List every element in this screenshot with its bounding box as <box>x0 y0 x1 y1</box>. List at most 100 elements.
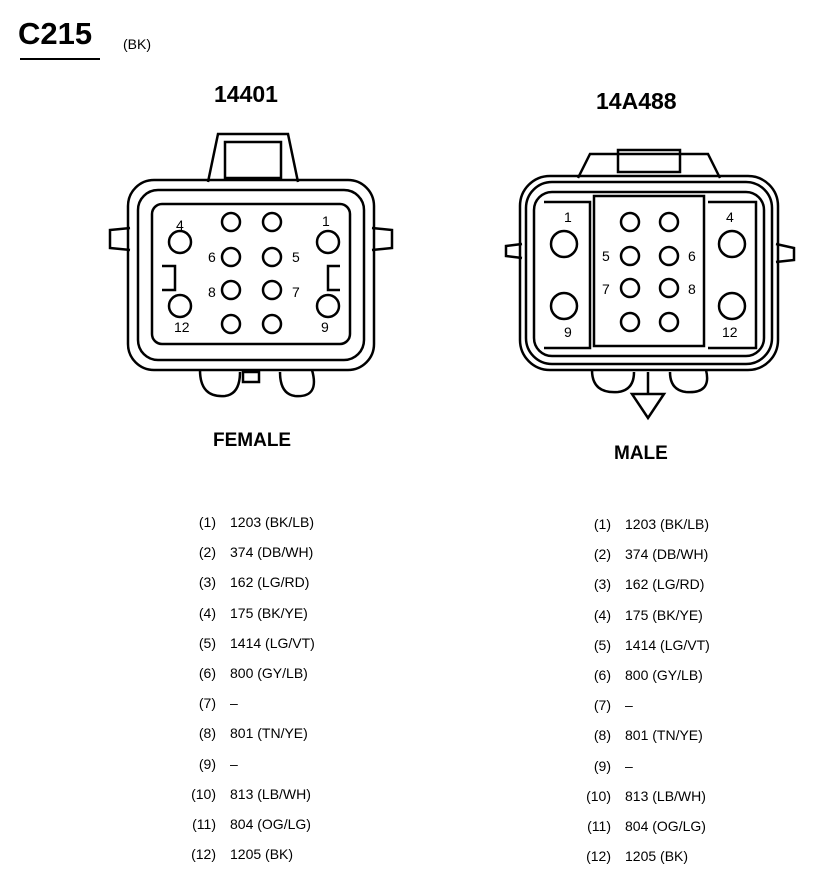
male-pin-label-12: 12 <box>722 324 738 340</box>
circuit-wire: 374 (DB/WH) <box>625 546 709 563</box>
female-bottom-key <box>241 370 261 384</box>
female-housing-outer <box>126 178 376 372</box>
pin-number: (1) <box>593 516 611 532</box>
female-pin-11 <box>220 313 242 335</box>
female-pin-label-12: 12 <box>174 319 190 335</box>
circuit-wire: 804 (OG/LG) <box>625 817 706 834</box>
male-side-tab-left <box>504 242 523 260</box>
female-pin-label-5: 5 <box>292 249 300 265</box>
male-pin-label-4: 4 <box>726 209 734 225</box>
female-pin-12 <box>167 293 193 319</box>
circuit-wire: 1203 (BK/LB) <box>230 514 315 530</box>
male-gender-label: MALE <box>614 443 668 464</box>
pin-number: (5) <box>198 634 216 651</box>
circuit-wire: 374 (DB/WH) <box>230 544 314 561</box>
circuit-wire: 804 (OG/LG) <box>230 815 311 832</box>
female-pin-cavity-border <box>150 202 352 346</box>
circuit-wire: 800 (GY/LB) <box>625 666 703 683</box>
circuit-wire: 1203 (BK/LB) <box>625 516 710 532</box>
female-notch-left <box>162 264 177 292</box>
male-pin-label-6: 6 <box>688 248 696 264</box>
pin-number: (10) <box>191 785 216 802</box>
pin-number: (8) <box>593 727 611 744</box>
female-pin-label-7: 7 <box>292 284 300 300</box>
pin-number: (11) <box>587 817 611 834</box>
female-housing-inner <box>136 188 366 362</box>
female-pin-6 <box>220 246 242 268</box>
pin-number: (9) <box>593 757 611 774</box>
pin-number: (4) <box>593 606 611 623</box>
male-pin-label-9: 9 <box>564 324 572 340</box>
circuit-wire: – <box>625 757 633 774</box>
circuit-wire: 800 (GY/LB) <box>230 664 308 681</box>
male-pin-11 <box>658 311 680 333</box>
pin-number: (7) <box>593 697 611 714</box>
title-underline <box>20 58 100 60</box>
circuit-wire: 162 (LG/RD) <box>625 576 705 593</box>
female-pin-label-8: 8 <box>208 284 216 300</box>
pin-number: (4) <box>198 604 216 621</box>
male-pin-1 <box>549 229 579 259</box>
connector-color-code: (BK) <box>123 36 151 52</box>
female-pin-2 <box>220 211 242 233</box>
female-gender-label: FEMALE <box>213 430 292 451</box>
male-pin-label-5: 5 <box>602 248 610 264</box>
pin-number: (12) <box>586 848 611 865</box>
female-notch-right <box>326 264 340 292</box>
pin-number: (1) <box>198 514 216 530</box>
male-bottom-lobe-right <box>668 369 709 394</box>
female-pin-8 <box>220 279 242 301</box>
male-center-block <box>592 194 706 348</box>
female-bottom-lobe-right <box>278 369 316 398</box>
male-polarity-arrow <box>629 392 667 421</box>
female-pin-9 <box>315 293 341 319</box>
female-pin-label-4: 4 <box>176 217 184 233</box>
male-pin-5 <box>619 245 641 267</box>
male-pins <box>549 211 747 333</box>
female-pin-7 <box>261 279 283 301</box>
male-bay-right <box>708 200 758 350</box>
circuit-wire: 1205 (BK) <box>230 846 294 863</box>
pin-number: (6) <box>593 666 611 683</box>
male-pin-label-7: 7 <box>602 281 610 297</box>
circuit-wire: 175 (BK/YE) <box>230 604 308 621</box>
circuit-wire: 813 (LB/WH) <box>625 787 706 804</box>
male-pin-9 <box>549 291 579 321</box>
circuit-wire: 175 (BK/YE) <box>625 606 703 623</box>
pin-number: (5) <box>593 636 611 653</box>
pin-number: (10) <box>586 787 611 804</box>
circuit-wire: 1414 (LG/VT) <box>625 636 710 653</box>
pin-number: (6) <box>198 664 216 681</box>
male-latch <box>576 152 722 179</box>
pin-number: (8) <box>198 725 216 742</box>
circuit-wire: 801 (TN/YE) <box>625 727 703 744</box>
pin-number: (7) <box>198 695 216 712</box>
male-pin-3 <box>658 211 680 233</box>
pin-number: (12) <box>191 846 216 863</box>
pin-number: (11) <box>192 815 216 832</box>
male-connector-diagram: 1 4 5 6 7 8 9 12 <box>504 148 796 421</box>
male-pin-label-8: 8 <box>688 281 696 297</box>
female-pins <box>167 211 341 335</box>
male-pin-label-1: 1 <box>564 209 572 225</box>
connector-title: C215 <box>18 16 93 51</box>
circuit-wire: 1205 (BK) <box>625 848 689 865</box>
circuit-wire: 162 (LG/RD) <box>230 574 310 591</box>
circuit-wire: 1414 (LG/VT) <box>230 634 315 651</box>
male-side-tab-right <box>775 242 796 264</box>
circuit-wire: – <box>230 755 238 772</box>
female-pin-5 <box>261 246 283 268</box>
male-part-number: 14A488 <box>596 88 677 114</box>
male-pin-12 <box>717 291 747 321</box>
female-pin-label-9: 9 <box>321 319 329 335</box>
male-housing-inner <box>532 190 766 358</box>
female-latch-tab <box>223 140 283 180</box>
circuit-wire: 801 (TN/YE) <box>230 725 308 742</box>
female-pin-1 <box>315 229 341 255</box>
male-pin-2 <box>619 211 641 233</box>
male-pin-6 <box>658 245 680 267</box>
female-pin-3 <box>261 211 283 233</box>
male-pin-8 <box>658 277 680 299</box>
female-pin-4 <box>167 229 193 255</box>
pin-number: (2) <box>593 546 611 563</box>
